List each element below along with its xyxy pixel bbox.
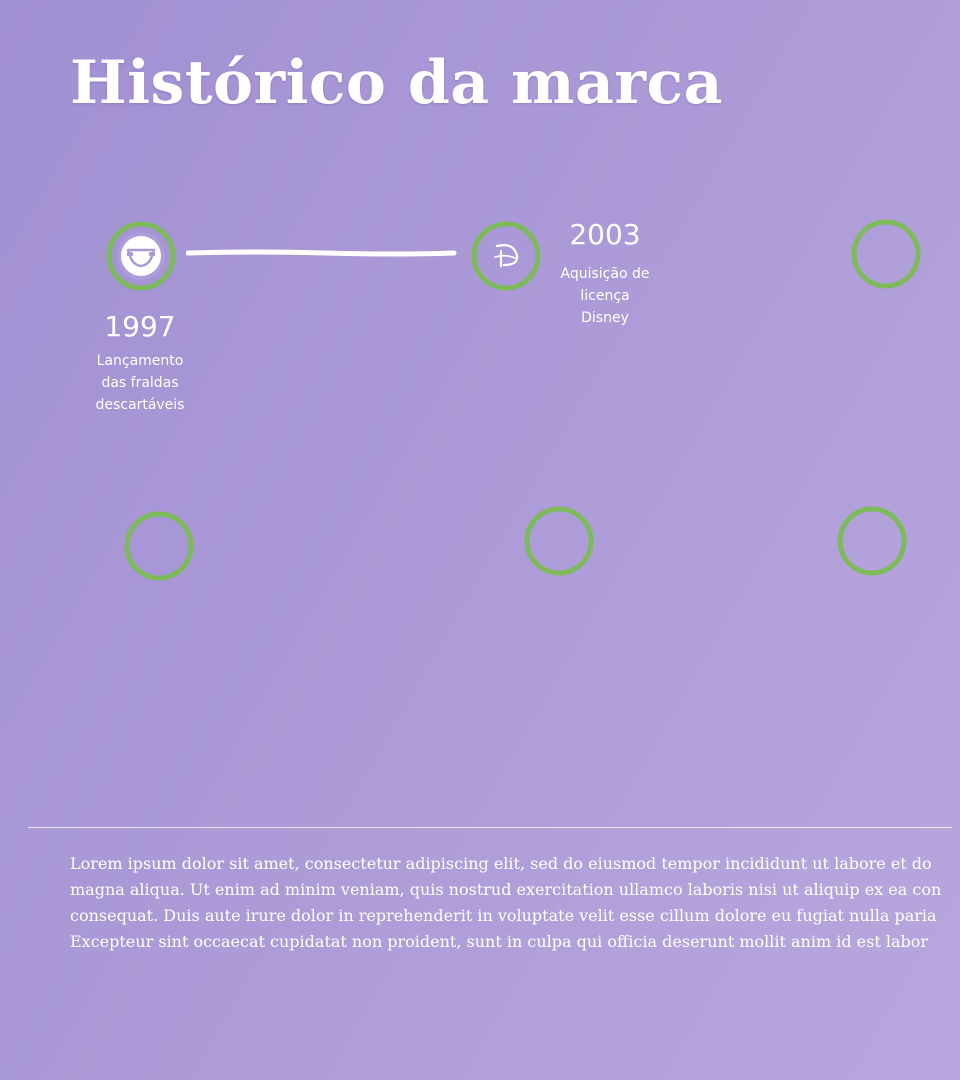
body-paragraph: Lorem ipsum dolor sit amet, consectetur … (70, 851, 960, 955)
event-description-line: das fraldas (101, 375, 179, 391)
event-description-line: Disney (581, 310, 629, 326)
page-title: Histórico da marca (70, 48, 723, 118)
section-divider (28, 827, 952, 828)
event-description-line: licença (580, 288, 630, 304)
event-description-line: Aquisição de (560, 266, 650, 282)
event-year: 1997 (104, 310, 176, 343)
timeline-node-2003[interactable] (470, 220, 542, 292)
body-line: Lorem ipsum dolor sit amet, consectetur … (70, 854, 932, 873)
timeline-connector (186, 249, 457, 257)
ring-icon (851, 219, 921, 289)
timeline-node-empty[interactable] (850, 218, 922, 290)
event-year: 2003 (569, 218, 641, 251)
ring-icon (124, 511, 194, 581)
timeline-node-1997[interactable] (105, 220, 177, 292)
event-description: Lançamento das fraldas descartáveis (80, 350, 200, 416)
timeline-node-empty[interactable] (836, 505, 908, 577)
disney-logo-icon (494, 244, 519, 268)
body-line: consequat. Duis aute irure dolor in repr… (70, 906, 937, 925)
body-line: Excepteur sint occaecat cupidatat non pr… (70, 932, 929, 951)
event-description: Aquisição de licença Disney (550, 263, 660, 329)
event-description-line: Lançamento (96, 353, 184, 369)
ring-icon (524, 506, 594, 576)
timeline-node-empty[interactable] (123, 510, 195, 582)
timeline-node-empty[interactable] (523, 505, 595, 577)
event-description-line: descartáveis (95, 397, 185, 413)
ring-icon (837, 506, 907, 576)
body-line: magna aliqua. Ut enim ad minim veniam, q… (70, 880, 942, 899)
diaper-icon (121, 236, 161, 276)
ring-icon (471, 221, 541, 291)
